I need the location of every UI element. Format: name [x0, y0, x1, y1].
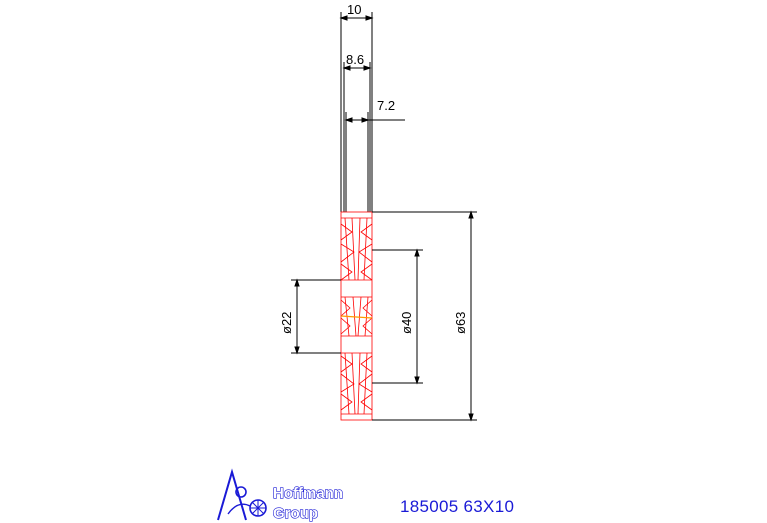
- diameter-dimension-22: [291, 278, 341, 355]
- diameter-63-label: ø63: [453, 312, 468, 334]
- logo-text-hoffmann: Hoffmann: [273, 485, 343, 502]
- width-dimension-10: [339, 12, 374, 212]
- diameter-40-label: ø40: [399, 312, 414, 334]
- hoffmann-group-logo-icon: [217, 468, 267, 521]
- width-8-6-label: 8.6: [346, 52, 364, 67]
- width-10-label: 10: [347, 2, 361, 17]
- diameter-22-label: ø22: [279, 312, 294, 334]
- centerline: [340, 315, 373, 319]
- diameter-dimension-63: [372, 210, 477, 422]
- width-7-2-label: 7.2: [377, 98, 395, 113]
- diameter-dimension-40: [372, 248, 423, 385]
- logo-text-group: Group: [273, 505, 318, 522]
- width-dimension-8-6: [342, 62, 372, 212]
- width-dimension-7-2: [344, 112, 405, 212]
- part-code: 185005 63X10: [400, 497, 515, 516]
